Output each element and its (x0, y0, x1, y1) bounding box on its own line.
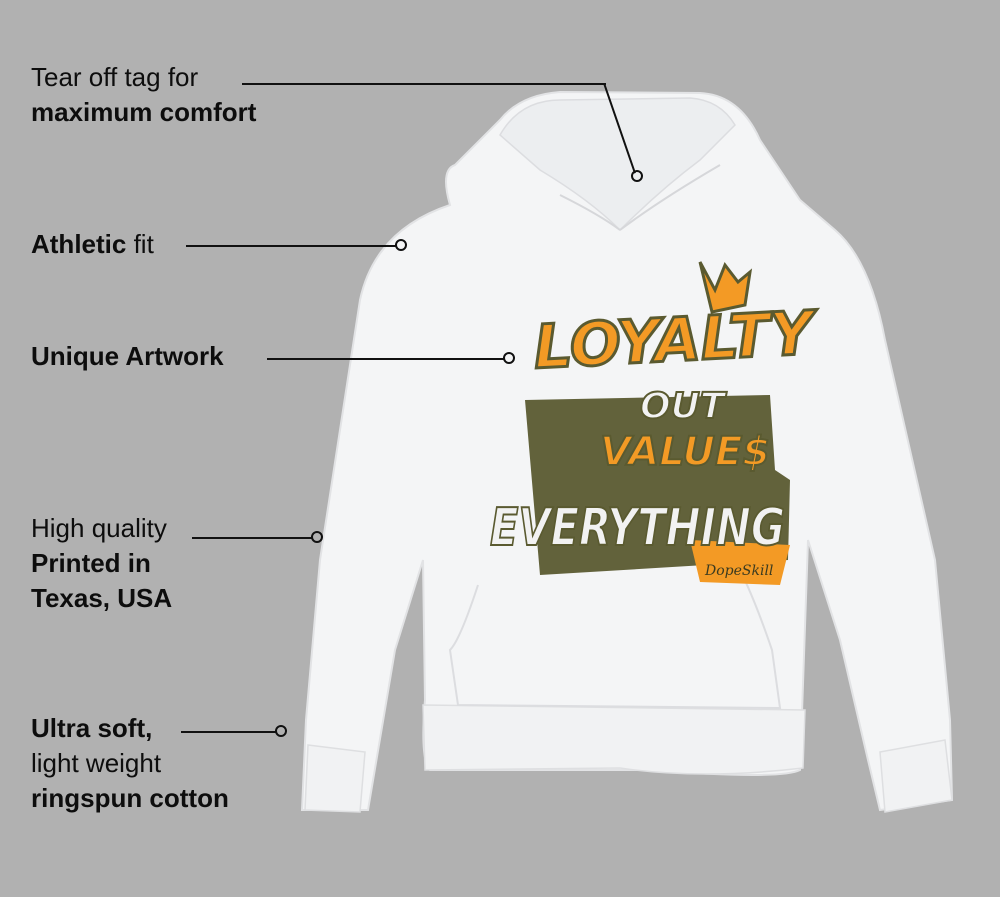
callout-print: High quality Printed in Texas, USA (31, 513, 173, 613)
callout-tag-connector (242, 83, 606, 85)
callout-tag-line1: Tear off tag for (31, 62, 199, 92)
callout-tag-line2: maximum comfort (31, 97, 257, 127)
hood-inner (499, 97, 736, 232)
callout-fit-marker (395, 239, 407, 251)
left-cuff (304, 744, 366, 813)
callout-fit-connector (186, 245, 396, 247)
svg-text:VALUE$: VALUE$ (600, 429, 770, 475)
svg-text:EVERYTHING: EVERYTHING (490, 498, 785, 558)
callout-print-marker (311, 531, 323, 543)
callout-artwork: Unique Artwork (31, 341, 224, 371)
svg-text:OUT: OUT (640, 386, 727, 427)
callout-tag-marker (631, 170, 643, 182)
callout-fabric: Ultra soft, light weight ringspun cotton (31, 713, 229, 813)
callout-print-connector (192, 537, 312, 539)
kangaroo-pocket (448, 569, 782, 710)
artwork: LOYALTY OUT VALUE$ EVERYTHING DopeSkill (489, 261, 822, 585)
callout-tag: Tear off tag for maximum comfort (31, 60, 256, 130)
callout-fabric-connector (181, 731, 276, 733)
svg-text:DopeSkill: DopeSkill (704, 563, 773, 579)
callout-fit: Athletic fit (31, 229, 154, 259)
callout-fabric-marker (275, 725, 287, 737)
callout-artwork-connector (267, 358, 504, 360)
svg-text:LOYALTY: LOYALTY (532, 298, 820, 383)
hoodie-hem (422, 704, 806, 775)
right-cuff (879, 739, 953, 813)
callout-artwork-marker (503, 352, 515, 364)
